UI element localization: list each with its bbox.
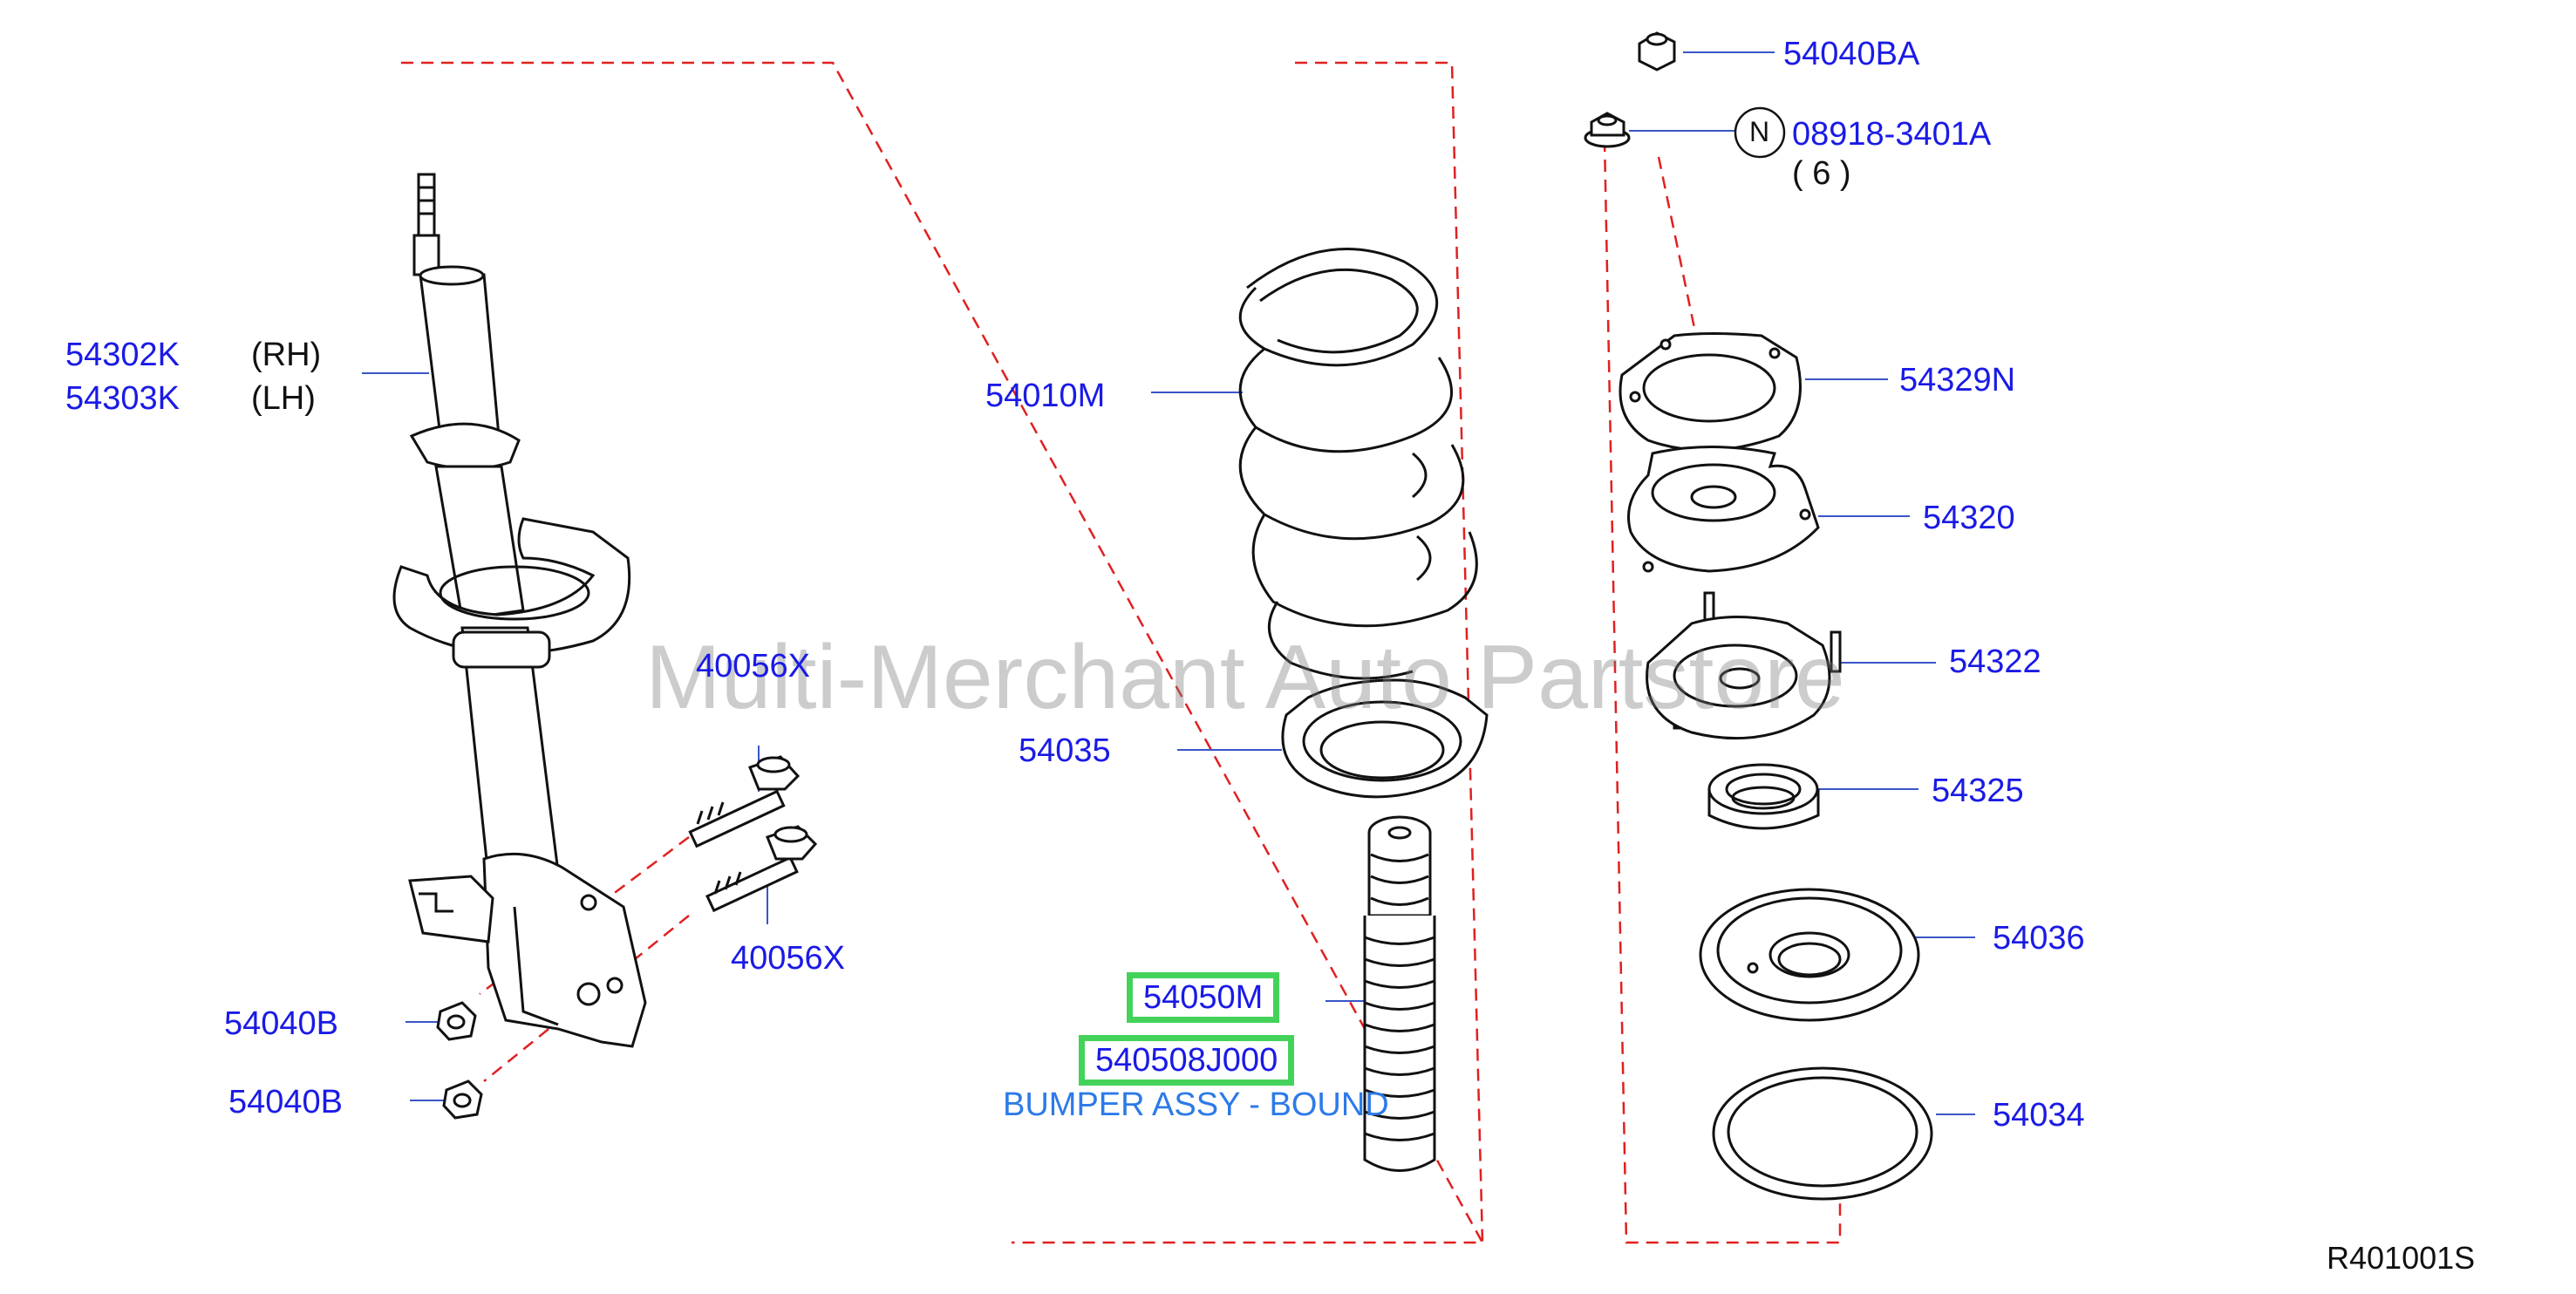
- rubber-seat-drawing: [1712, 1066, 1933, 1201]
- upper-mount-drawing: [1646, 591, 1842, 740]
- insulator-drawing: [1627, 446, 1820, 573]
- label-upper-seat[interactable]: 54036: [1993, 920, 2085, 957]
- label-strut-rh[interactable]: 54302K: [65, 337, 181, 373]
- upper-seat-drawing: [1699, 888, 1920, 1022]
- mount-plate-drawing: [1619, 332, 1802, 452]
- label-mount[interactable]: 54322: [1949, 644, 2041, 680]
- coil-spring-drawing: [1238, 248, 1478, 680]
- label-nut-n-qty: ( 6 ): [1792, 155, 1851, 192]
- label-plate[interactable]: 54329N: [1899, 362, 2016, 398]
- spring-group-outline: [1295, 61, 1484, 1243]
- label-top-nut[interactable]: 54040BA: [1783, 36, 1920, 72]
- lower-spring-seat-drawing: [1281, 678, 1489, 799]
- bump-stop-drawing: [1363, 815, 1436, 1172]
- bearing-drawing: [1707, 763, 1820, 830]
- top-nut-drawing: [1638, 31, 1676, 72]
- label-spring[interactable]: 54010M: [985, 378, 1106, 414]
- label-bumper-desc: BUMPER ASSY - BOUND: [1003, 1086, 1389, 1123]
- label-strut-lh-side: (LH): [251, 380, 316, 417]
- label-nut-n[interactable]: 08918-3401A: [1792, 116, 1992, 153]
- nut-upper-drawing: [436, 1001, 477, 1041]
- nut-lower-drawing: [442, 1079, 483, 1120]
- label-strut-rh-side: (RH): [251, 337, 322, 373]
- label-bolt-upper[interactable]: 40056X: [696, 648, 811, 684]
- label-bearing[interactable]: 54325: [1932, 773, 2024, 809]
- leader-lines: [362, 51, 1975, 1115]
- n-symbol-letter: N: [1749, 116, 1770, 147]
- label-lower-spring-seat[interactable]: 54035: [1019, 732, 1111, 769]
- figure-code: R401001S: [2327, 1240, 2476, 1276]
- label-nut-lower[interactable]: 54040B: [228, 1084, 344, 1120]
- label-nut-upper[interactable]: 54040B: [224, 1005, 339, 1042]
- n-symbol-circle: [1734, 106, 1786, 159]
- bolt-upper-drawing: [688, 755, 801, 848]
- strut-assembly: [392, 173, 647, 1048]
- label-bumper-part[interactable]: 54050M: [1127, 972, 1280, 1023]
- label-insulator[interactable]: 54320: [1923, 500, 2015, 536]
- label-bolt-lower[interactable]: 40056X: [731, 940, 846, 977]
- label-rubber-seat[interactable]: 54034: [1993, 1097, 2085, 1134]
- watermark: Multi-Merchant Auto Partstore: [645, 627, 1845, 728]
- label-bumper-oem[interactable]: 540508J000: [1079, 1035, 1295, 1086]
- flange-nut-drawing: [1584, 112, 1631, 148]
- bolt-lower-drawing: [705, 825, 818, 913]
- label-strut-lh[interactable]: 54303K: [65, 380, 181, 417]
- strut-group-outline: [401, 61, 1485, 1244]
